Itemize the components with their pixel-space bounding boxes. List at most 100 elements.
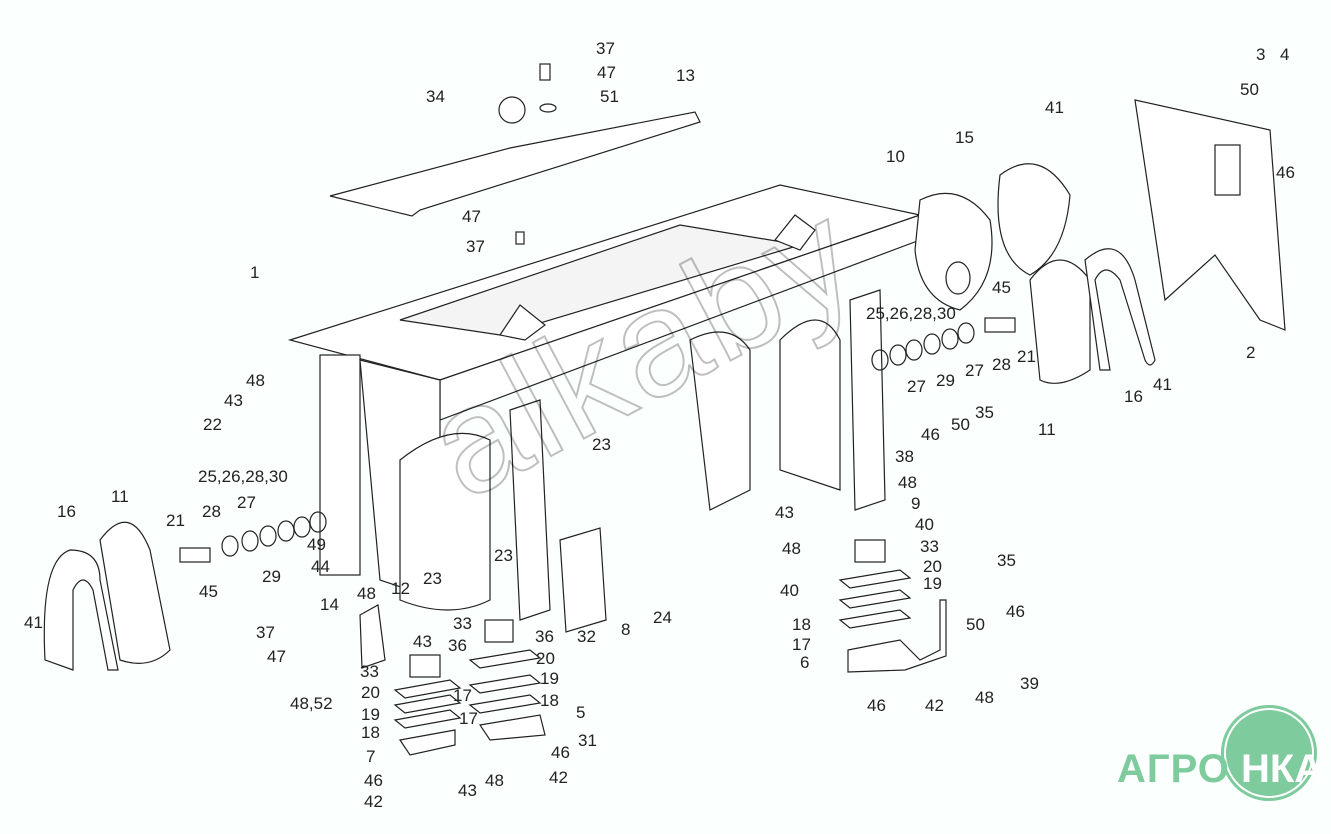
callout-label-45: 39 [1020, 674, 1039, 693]
callout-label-0: 37 [596, 39, 615, 58]
callout-label-72: 33 [453, 614, 472, 633]
callout-label-8: 10 [886, 147, 905, 166]
callout-label-84: 18 [540, 691, 559, 710]
callout-label-23: 16 [1124, 387, 1143, 406]
rings-left [221, 511, 327, 557]
callout-label-90: 7 [366, 747, 376, 766]
callout-label-5: 47 [462, 207, 481, 226]
callout-label-85: 19 [361, 705, 380, 724]
callout-label-19: 28 [992, 355, 1011, 374]
callout-label-95: 42 [549, 768, 568, 787]
callout-label-11: 3 [1256, 45, 1266, 64]
callout-label-7: 1 [250, 263, 260, 282]
callout-label-44: 50 [966, 615, 985, 634]
callout-label-41: 6 [800, 653, 810, 672]
callout-label-22: 27 [907, 377, 926, 396]
callout-label-56: 21 [166, 511, 185, 530]
cover-plate-13 [329, 111, 701, 217]
callout-label-33: 33 [920, 537, 939, 556]
callout-label-69: 37 [256, 623, 275, 642]
callout-label-62: 45 [199, 582, 218, 601]
callout-label-71: 43 [413, 632, 432, 651]
callout-label-4: 13 [676, 66, 695, 85]
callout-label-1: 47 [597, 63, 616, 82]
callout-label-46: 48 [975, 688, 994, 707]
callout-label-94: 43 [458, 781, 477, 800]
callout-label-53: 25,26,28,30 [198, 467, 288, 486]
callout-label-20: 27 [965, 361, 984, 380]
cover-11-left [99, 521, 171, 664]
frame-leg-left [319, 354, 361, 576]
callout-label-32: 40 [915, 515, 934, 534]
callout-label-37: 48 [782, 539, 801, 558]
callout-label-57: 11 [111, 487, 129, 506]
callout-label-54: 27 [237, 493, 256, 512]
callout-label-66: 48 [357, 584, 376, 603]
callout-label-89: 31 [578, 731, 597, 750]
callout-label-49: 48 [246, 371, 265, 390]
callout-label-12: 4 [1280, 45, 1290, 64]
callout-label-15: 2 [1246, 343, 1256, 362]
callout-label-40: 17 [792, 635, 811, 654]
callout-label-47: 42 [925, 696, 944, 715]
callout-label-6: 37 [466, 237, 485, 256]
shaft-21-left [179, 547, 211, 563]
ball-34 [498, 96, 526, 124]
callout-label-51: 22 [203, 415, 222, 434]
callout-label-10: 41 [1045, 98, 1064, 117]
callout-label-28: 46 [921, 425, 940, 444]
callout-label-34: 20 [923, 557, 942, 576]
callout-label-14: 46 [1276, 163, 1295, 182]
callout-label-64: 23 [423, 569, 442, 588]
callout-label-42: 35 [997, 551, 1016, 570]
callout-label-38: 40 [780, 581, 799, 600]
logo-left-text: АГРО [1117, 747, 1230, 791]
callout-label-35: 19 [923, 574, 942, 593]
callout-label-67: 14 [320, 595, 339, 614]
callout-label-21: 29 [936, 371, 955, 390]
callout-label-30: 48 [898, 473, 917, 492]
callout-label-18: 21 [1017, 347, 1036, 366]
bracket-6 [847, 599, 947, 673]
callout-label-55: 28 [202, 502, 221, 521]
callout-label-86: 17 [459, 709, 478, 728]
callout-label-59: 49 [307, 535, 326, 554]
callout-label-75: 32 [577, 627, 596, 646]
callout-label-81: 20 [361, 683, 380, 702]
callout-label-39: 18 [792, 615, 811, 634]
callout-label-36: 43 [775, 503, 794, 522]
callout-label-92: 48 [485, 771, 504, 790]
bolt-37-bottom [515, 231, 525, 245]
frame-leg-mid [509, 399, 551, 621]
callout-label-16: 45 [992, 278, 1011, 297]
callout-label-58: 16 [57, 502, 76, 521]
callout-label-13: 50 [1240, 80, 1259, 99]
callout-label-74: 36 [535, 627, 554, 646]
callout-label-96: 42 [364, 792, 383, 811]
guard-2 [1134, 99, 1286, 331]
saddle-right [774, 214, 816, 251]
logo-circle [1221, 705, 1317, 801]
callout-label-25: 11 [1038, 420, 1056, 439]
side-plate-mid [689, 331, 751, 511]
callout-label-17: 25,26,28,30 [866, 304, 956, 323]
callout-label-87: 5 [576, 703, 586, 722]
callout-label-2: 51 [600, 87, 619, 106]
bolt-37-top [539, 63, 551, 81]
rings-right [871, 322, 975, 371]
mount-stack-left [393, 654, 462, 756]
side-plate-38 [779, 319, 841, 491]
callout-label-83: 19 [540, 669, 559, 688]
cover-11-right [1029, 259, 1091, 384]
callout-label-68: 41 [24, 613, 43, 632]
callout-label-50: 43 [224, 391, 243, 410]
callout-label-52: 23 [592, 435, 611, 454]
gasket-15 [997, 163, 1071, 276]
side-plate-12 [399, 432, 491, 611]
callout-label-65: 23 [494, 546, 513, 565]
callout-label-80: 48,52 [290, 694, 333, 713]
bracket-16-left [43, 549, 119, 671]
callout-label-78: 33 [360, 662, 379, 681]
callout-label-63: 12 [391, 579, 410, 598]
